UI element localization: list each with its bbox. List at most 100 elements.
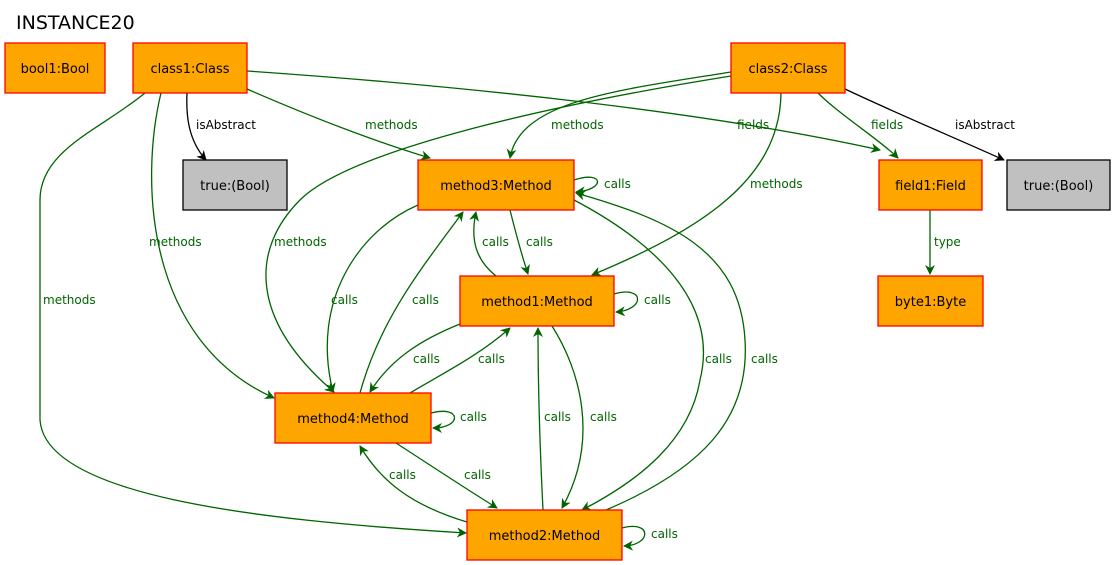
edge-label: calls (413, 352, 440, 366)
node-box[interactable] (182, 159, 288, 211)
node-bool1[interactable]: bool1:Bool (4, 42, 106, 94)
edge-line (573, 176, 599, 197)
node-box[interactable] (4, 42, 106, 94)
edge-label: methods (750, 177, 803, 191)
node-box[interactable] (459, 275, 615, 327)
edge-line (469, 211, 497, 277)
edge-class2-true2-isAbstract: isAbstract (844, 88, 1015, 161)
node-label: field1:Field (895, 179, 966, 194)
edge-label: calls (460, 410, 487, 424)
edge-method1-method2-calls: calls (551, 325, 617, 509)
node-label: true:(Bool) (200, 179, 270, 194)
node-field1[interactable]: field1:Field (878, 159, 983, 211)
node-method4[interactable]: method4:Method (274, 392, 432, 444)
node-class1[interactable]: class1:Class (132, 42, 248, 94)
node-label: class2:Class (748, 62, 827, 77)
edge-label: methods (149, 235, 202, 249)
edge-class1-method2-methods: methods (39, 92, 467, 538)
edge-method3-method3-calls: calls (573, 176, 631, 197)
edge-label: methods (551, 118, 604, 132)
node-byte1[interactable]: byte1:Byte (877, 275, 984, 327)
edge-class1-field1-fields: fields (246, 70, 881, 153)
edge-label: calls (389, 468, 416, 482)
edge-line (591, 92, 782, 277)
node-box[interactable] (730, 42, 846, 94)
edge-label: isAbstract (196, 118, 256, 132)
node-box[interactable] (466, 509, 623, 561)
edge-line (151, 92, 275, 399)
node-box[interactable] (877, 275, 984, 327)
node-method2[interactable]: method2:Method (466, 509, 623, 561)
edge-method4-method3-calls: calls (359, 211, 464, 394)
node-true1[interactable]: true:(Bool) (182, 159, 288, 211)
edge-line (369, 323, 461, 393)
nodes-layer: bool1:Bool class1:Class class2:Class true:(… (4, 42, 1111, 561)
node-box[interactable] (132, 42, 248, 94)
edge-method4-method4-calls: calls (430, 410, 487, 433)
edges-layer: isAbstract methods fields methods methods met… (39, 70, 1015, 551)
edge-label: methods (43, 293, 96, 307)
edge-line (39, 92, 467, 538)
edge-line (359, 211, 464, 394)
node-label: method4:Method (297, 412, 409, 427)
edge-label: isAbstract (955, 118, 1015, 132)
edge-line (430, 410, 456, 433)
edge-class2-field1-fields: fields (817, 92, 903, 159)
edge-method1-method4-calls: calls (369, 323, 461, 393)
node-box[interactable] (878, 159, 983, 211)
edge-line (844, 88, 1005, 161)
edge-label: calls (651, 527, 678, 541)
node-label: method2:Method (489, 529, 601, 544)
node-label: byte1:Byte (895, 295, 966, 310)
node-method1[interactable]: method1:Method (459, 275, 615, 327)
edge-line (575, 190, 746, 511)
edge-label: fields (871, 118, 903, 132)
edge-label: calls (412, 293, 439, 307)
edge-label: calls (644, 293, 671, 307)
edge-label: fields (737, 118, 769, 132)
edge-line (817, 92, 899, 159)
edge-method2-method1-calls: calls (533, 327, 571, 511)
edge-line (551, 325, 584, 509)
node-class2[interactable]: class2:Class (730, 42, 846, 94)
edge-class1-true1-isAbstract: isAbstract (186, 92, 256, 161)
edge-method2-method4-calls: calls (359, 445, 468, 523)
edge-class2-method1-methods: methods (591, 92, 803, 277)
edge-method3-method4-calls: calls (325, 204, 419, 393)
edge-label: calls (751, 352, 778, 366)
edge-method3-method1-calls: calls (509, 209, 553, 275)
edge-line (533, 327, 544, 511)
edge-line (359, 445, 468, 523)
edge-label: calls (590, 410, 617, 424)
edge-line (246, 70, 881, 153)
edge-method3-method2-calls: calls (573, 199, 732, 511)
node-label: method3:Method (440, 179, 552, 194)
node-box[interactable] (417, 159, 575, 211)
node-true2[interactable]: true:(Bool) (1006, 159, 1111, 211)
edge-line (573, 199, 705, 511)
node-method3[interactable]: method3:Method (417, 159, 575, 211)
edge-line (186, 92, 207, 161)
edge-method2-method3-calls: calls (575, 190, 778, 511)
edge-class2-method3-methods: methods (506, 71, 732, 159)
node-box[interactable] (1006, 159, 1111, 211)
edge-line (509, 209, 530, 275)
edge-line (325, 204, 419, 393)
edge-line (246, 88, 431, 161)
edge-label: calls (604, 177, 631, 191)
edge-label: methods (365, 118, 418, 132)
edge-line (265, 75, 732, 393)
node-label: bool1:Bool (21, 62, 90, 77)
edge-label: type (934, 235, 961, 249)
edge-label: calls (705, 352, 732, 366)
node-label: method1:Method (481, 295, 593, 310)
edge-class2-method4-methods: methods (265, 75, 732, 393)
edge-line (395, 442, 498, 509)
edge-class1-method3-methods: methods (246, 88, 431, 161)
node-label: true:(Bool) (1024, 179, 1094, 194)
node-box[interactable] (274, 392, 432, 444)
edge-line (506, 71, 732, 159)
edge-method4-method2-calls: calls (395, 442, 498, 509)
edge-label: calls (544, 410, 571, 424)
